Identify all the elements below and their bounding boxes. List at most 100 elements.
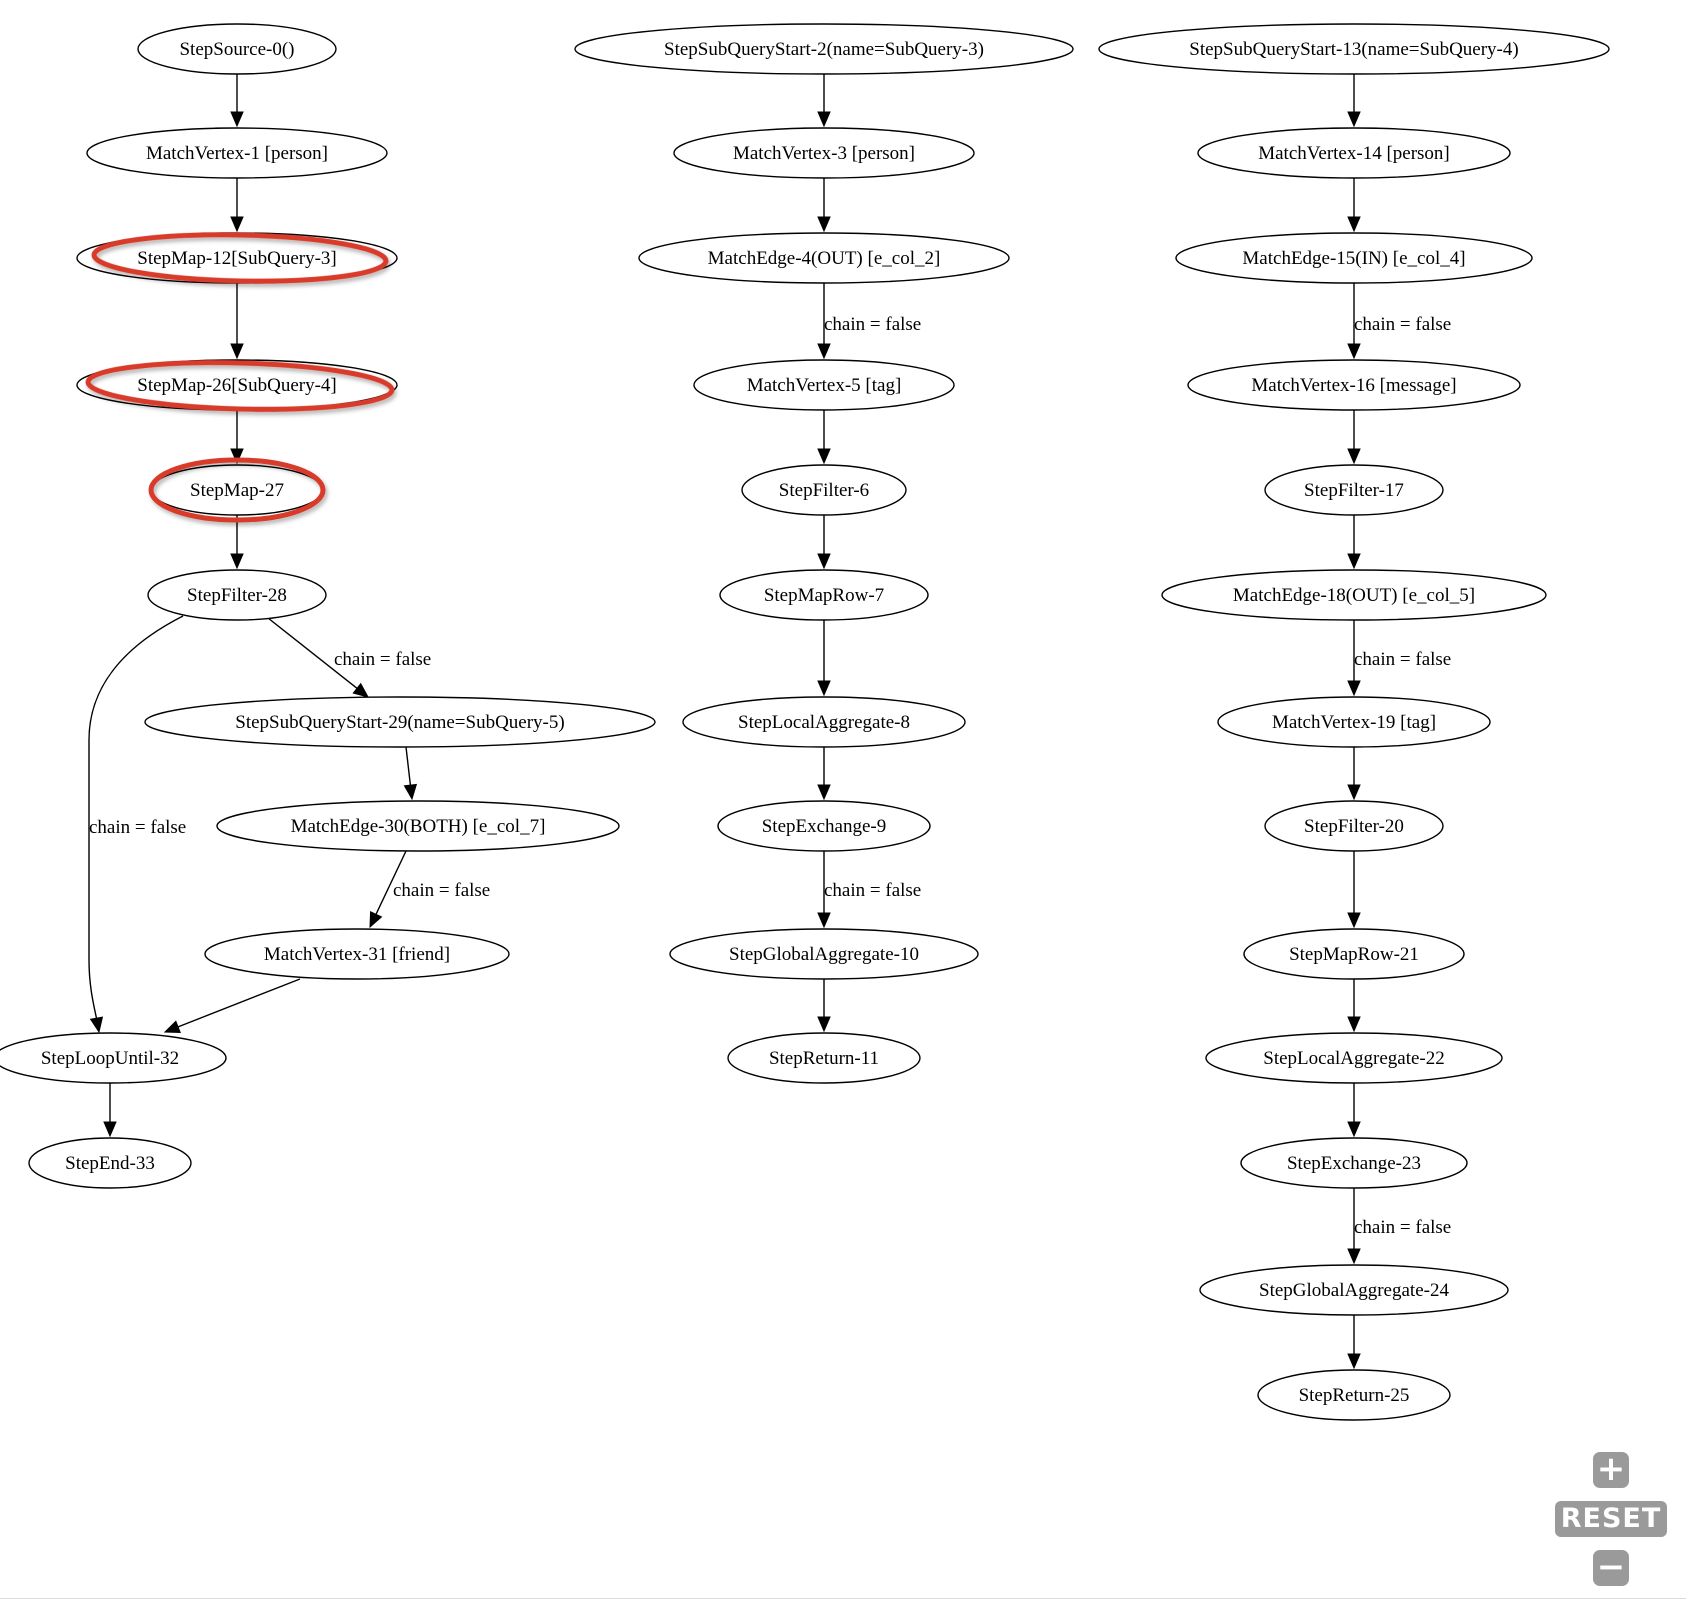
node-step-3[interactable]: MatchVertex-3 [person] — [673, 127, 975, 179]
edge-n23-to-n24 — [1347, 1188, 1361, 1265]
node-ellipse — [0, 1032, 227, 1084]
edge-labels-layer: chain = false chain = false chain = false c… — [89, 314, 1451, 1238]
node-step-5[interactable]: MatchVertex-5 [tag] — [693, 359, 955, 411]
node-step-17[interactable]: StepFilter-17 — [1264, 464, 1444, 516]
edge-n12-to-n26 — [230, 283, 244, 360]
arrowhead-icon — [817, 1016, 831, 1033]
node-step-22[interactable]: StepLocalAggregate-22 — [1205, 1032, 1503, 1084]
node-ellipse — [1187, 359, 1521, 411]
node-step-15[interactable]: MatchEdge-15(IN) [e_col_4] — [1175, 232, 1533, 284]
node-label: MatchVertex-3 [person] — [733, 143, 915, 164]
node-ellipse — [741, 464, 907, 516]
node-step-28[interactable]: StepFilter-28 — [147, 569, 327, 621]
node-label: MatchVertex-16 [message] — [1251, 375, 1456, 396]
zoom-out-button[interactable]: − — [1593, 1550, 1629, 1586]
node-step-18[interactable]: MatchEdge-18(OUT) [e_col_5] — [1161, 569, 1547, 621]
edge-line — [88, 615, 184, 1031]
node-label: MatchVertex-5 [tag] — [747, 375, 902, 396]
node-step-26[interactable]: StepMap-26[SubQuery-4] — [76, 359, 398, 411]
edge-label: chain = false — [1354, 314, 1451, 335]
edge-n15-to-n16 — [1347, 283, 1361, 360]
arrowhead-icon — [1347, 448, 1361, 465]
edge-n10-to-n11 — [817, 979, 831, 1033]
node-step-25[interactable]: StepReturn-25 — [1257, 1369, 1451, 1421]
arrowhead-icon — [352, 682, 369, 698]
node-step-13[interactable]: StepSubQueryStart-13(name=SubQuery-4) — [1098, 23, 1610, 75]
edge-n13-to-n14 — [1347, 74, 1361, 128]
node-step-23[interactable]: StepExchange-23 — [1240, 1137, 1468, 1189]
node-step-14[interactable]: MatchVertex-14 [person] — [1197, 127, 1511, 179]
edge-n27-to-n28 — [230, 515, 244, 570]
node-step-1[interactable]: MatchVertex-1 [person] — [86, 127, 388, 179]
plus-icon: + — [1596, 1449, 1626, 1489]
arrowhead-icon — [1347, 1121, 1361, 1138]
arrowhead-icon — [817, 343, 831, 360]
node-step-24[interactable]: StepGlobalAggregate-24 — [1199, 1264, 1509, 1316]
edge-label: chain = false — [393, 880, 490, 901]
edge-n9-to-n10 — [817, 851, 831, 929]
edge-n6-to-n7 — [817, 515, 831, 570]
highlight-ring — [148, 457, 326, 523]
arrowhead-icon — [1347, 553, 1361, 570]
node-ellipse — [719, 569, 929, 621]
arrowhead-icon — [403, 783, 418, 801]
node-ellipse — [216, 800, 620, 852]
node-step-8[interactable]: StepLocalAggregate-8 — [682, 696, 966, 748]
node-step-33[interactable]: StepEnd-33 — [28, 1137, 192, 1189]
node-label: StepLocalAggregate-8 — [738, 712, 910, 733]
node-step-31[interactable]: MatchVertex-31 [friend] — [204, 928, 510, 980]
zoom-in-button[interactable]: + — [1593, 1452, 1629, 1488]
reset-button[interactable]: RESET — [1555, 1501, 1667, 1537]
node-label: StepExchange-9 — [762, 816, 887, 837]
edge-n14-to-n15 — [1347, 178, 1361, 233]
node-step-2[interactable]: StepSubQueryStart-2(name=SubQuery-3) — [574, 23, 1074, 75]
node-step-21[interactable]: StepMapRow-21 — [1243, 928, 1465, 980]
node-step-30[interactable]: MatchEdge-30(BOTH) [e_col_7] — [216, 800, 620, 852]
node-step-7[interactable]: StepMapRow-7 — [719, 569, 929, 621]
node-step-32[interactable]: StepLoopUntil-32 — [0, 1032, 227, 1084]
node-step-9[interactable]: StepExchange-9 — [717, 800, 931, 852]
bottom-divider — [0, 1598, 1686, 1599]
highlights-layer — [85, 232, 395, 523]
edge-n1-to-n12 — [230, 178, 244, 233]
node-label: MatchEdge-15(IN) [e_col_4] — [1242, 248, 1465, 269]
arrowhead-icon — [817, 912, 831, 929]
edge-line — [374, 850, 407, 917]
arrowhead-icon — [89, 1016, 104, 1034]
node-step-16[interactable]: MatchVertex-16 [message] — [1187, 359, 1521, 411]
edges-layer — [88, 74, 1361, 1370]
edge-n19-to-n20 — [1347, 747, 1361, 801]
node-label: StepGlobalAggregate-10 — [729, 944, 919, 965]
node-step-4[interactable]: MatchEdge-4(OUT) [e_col_2] — [638, 232, 1010, 284]
node-label: StepFilter-6 — [779, 480, 869, 501]
arrowhead-icon — [817, 680, 831, 697]
node-step-0[interactable]: StepSource-0() — [137, 23, 337, 75]
edge-n7-to-n8 — [817, 620, 831, 697]
node-label: MatchEdge-18(OUT) [e_col_5] — [1233, 585, 1475, 606]
node-ellipse — [638, 232, 1010, 284]
node-step-29[interactable]: StepSubQueryStart-29(name=SubQuery-5) — [144, 696, 656, 748]
node-step-20[interactable]: StepFilter-20 — [1264, 800, 1444, 852]
node-ellipse — [1197, 127, 1511, 179]
node-label: StepReturn-11 — [769, 1048, 879, 1069]
node-step-10[interactable]: StepGlobalAggregate-10 — [669, 928, 979, 980]
edge-label: chain = false — [334, 649, 431, 670]
node-ellipse — [1243, 928, 1465, 980]
edge-n22-to-n23 — [1347, 1083, 1361, 1138]
arrowhead-icon — [1347, 343, 1361, 360]
node-ellipse — [86, 127, 388, 179]
edge-label: chain = false — [1354, 649, 1451, 670]
node-step-11[interactable]: StepReturn-11 — [727, 1032, 921, 1084]
node-label: MatchEdge-30(BOTH) [e_col_7] — [291, 816, 546, 837]
node-step-27[interactable]: StepMap-27 — [150, 464, 324, 516]
edge-n21-to-n22 — [1347, 979, 1361, 1033]
node-step-19[interactable]: MatchVertex-19 [tag] — [1217, 696, 1491, 748]
edge-n31-to-n32 — [163, 978, 301, 1033]
node-ellipse — [1161, 569, 1547, 621]
node-ellipse — [669, 928, 979, 980]
node-step-6[interactable]: StepFilter-6 — [741, 464, 907, 516]
node-label: StepReturn-25 — [1299, 1385, 1410, 1406]
node-label: StepFilter-20 — [1304, 816, 1404, 837]
arrowhead-icon — [817, 553, 831, 570]
